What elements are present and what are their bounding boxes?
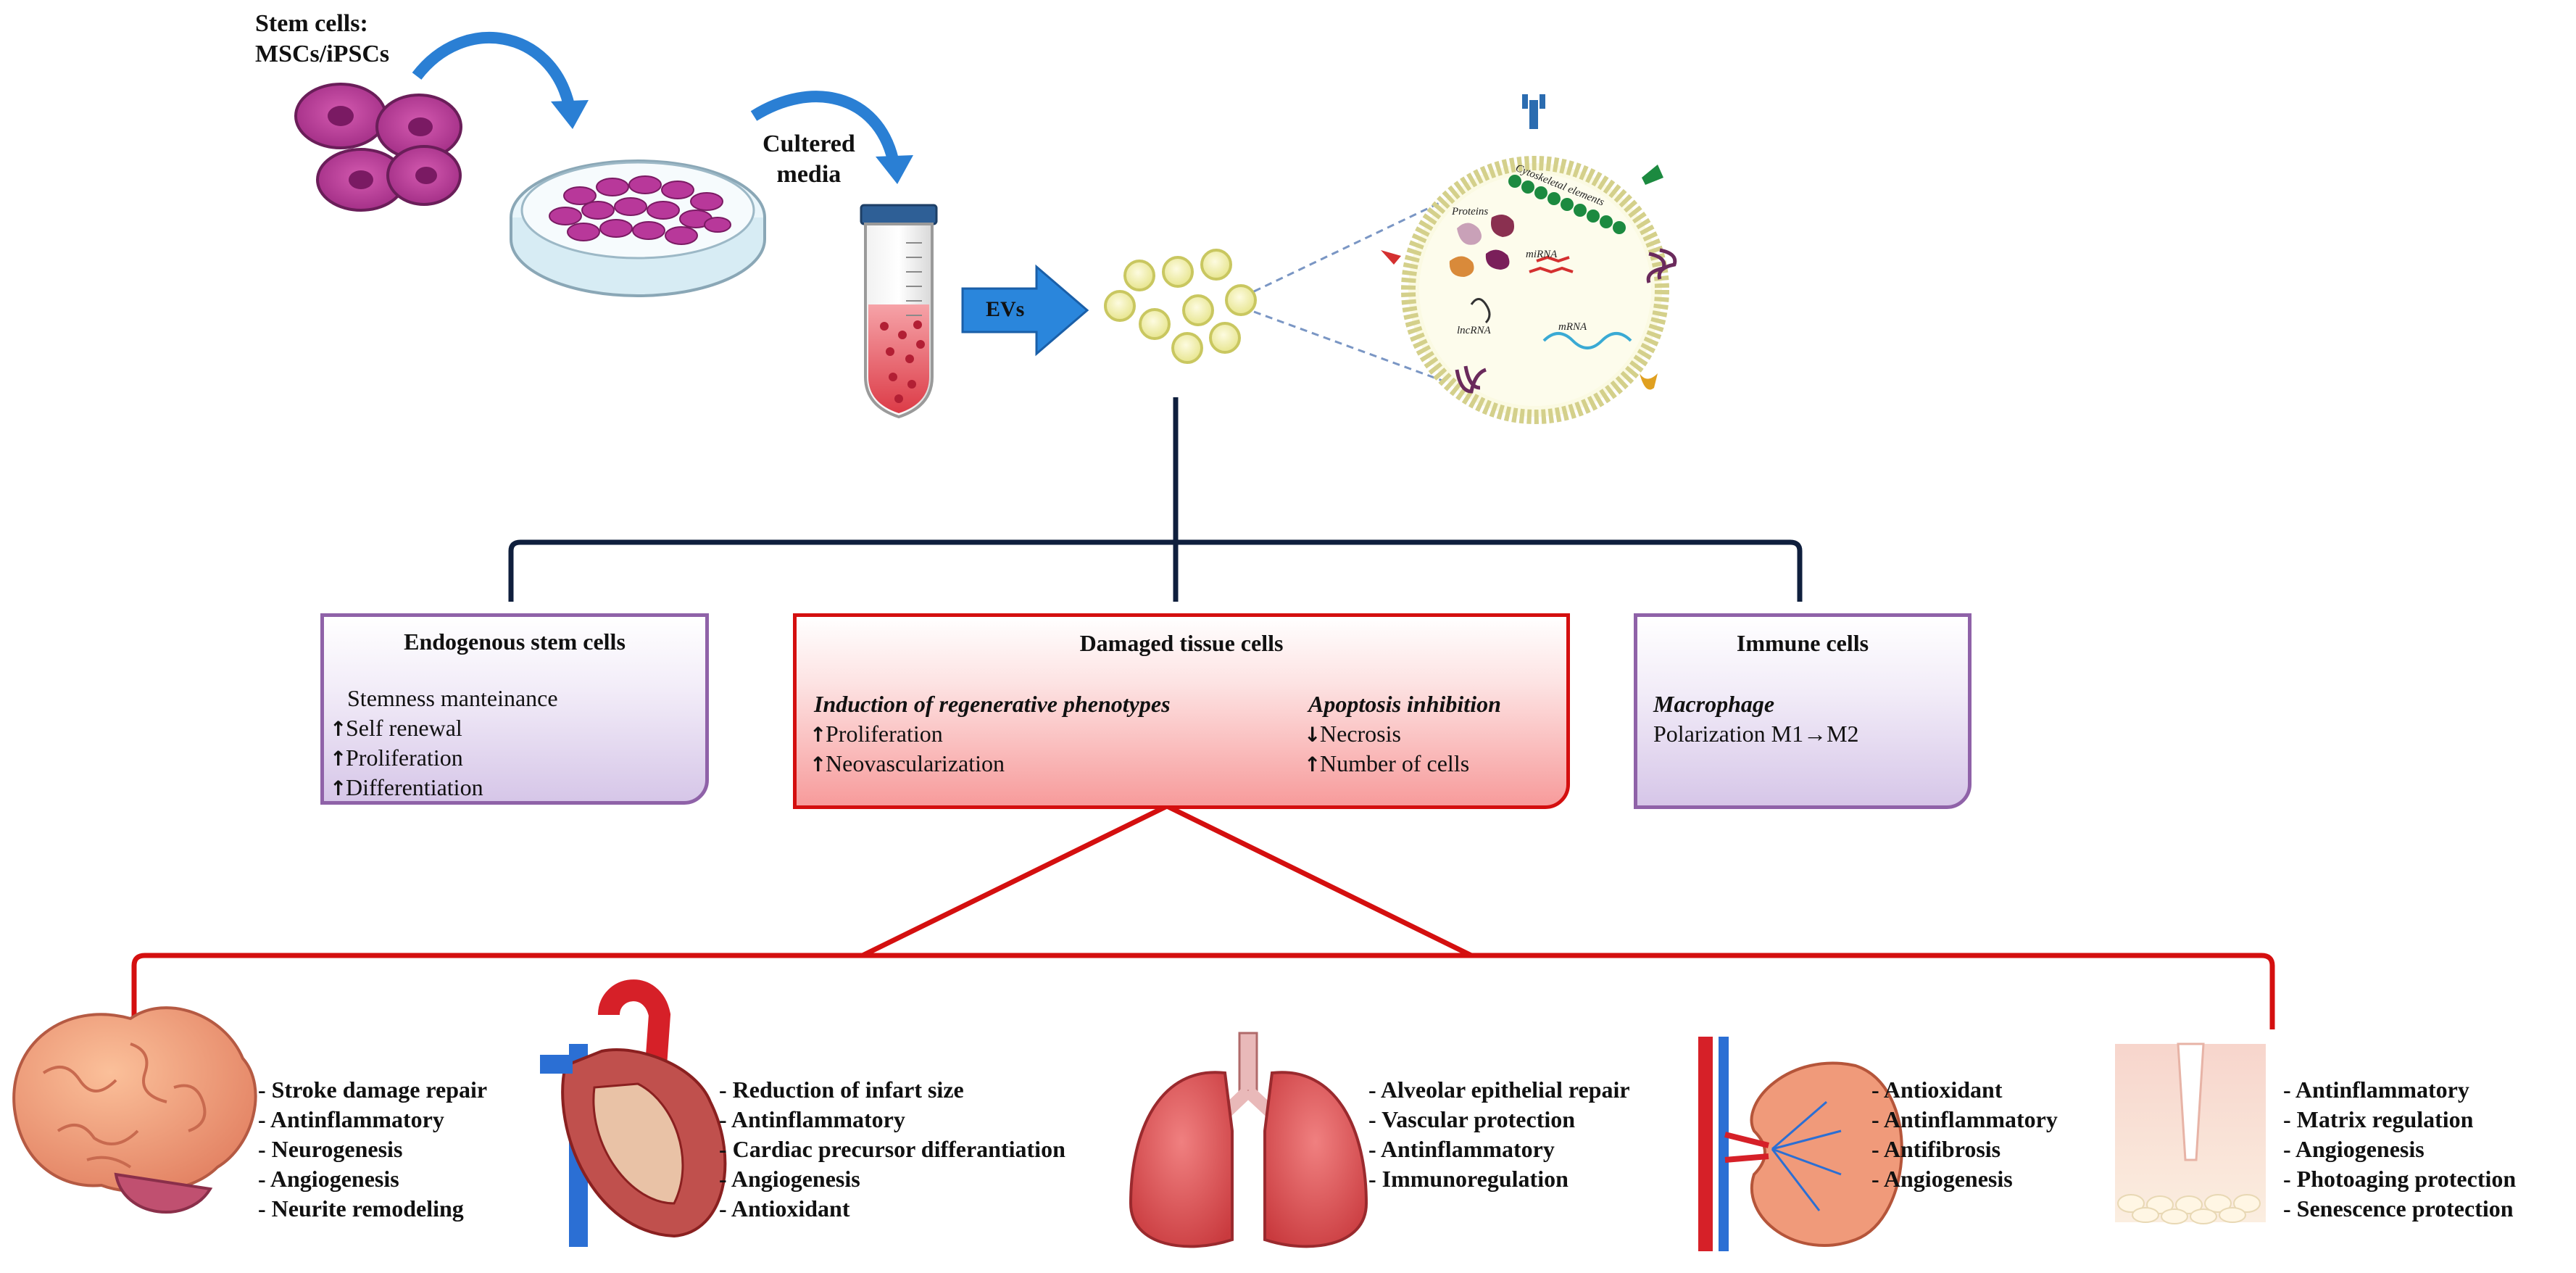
stem-cells-icon	[294, 83, 462, 212]
list-item: - Matrix regulation	[2283, 1106, 2474, 1132]
brain-effects-list: - Stroke damage repair - Antinflammatory…	[258, 1075, 487, 1224]
evs-arrow-icon	[961, 264, 1089, 357]
evs-label: EVs	[986, 297, 1025, 321]
list-item: - Antinflammatory	[719, 1106, 905, 1132]
heart-effects-list: - Reduction of infart size - Antinflamma…	[719, 1075, 1065, 1224]
box-line: ↑Proliferation	[810, 719, 943, 750]
macrophage-heading: Macrophage	[1653, 691, 1775, 717]
kidney-effects-list: - Antioxidant - Antinflammatory - Antifi…	[1871, 1075, 2058, 1194]
regenerative-heading: Induction of regenerative phenotypes	[814, 691, 1171, 717]
box-line: ↑Self renewal	[330, 713, 462, 744]
list-item: - Antinflammatory	[2283, 1077, 2469, 1103]
up-arrow-icon: ↑	[1304, 752, 1321, 776]
heart-icon	[540, 979, 727, 1247]
kidney-icon	[1698, 1037, 1903, 1251]
box-title: Damaged tissue cells	[1079, 630, 1284, 656]
svg-text:Proteins: Proteins	[1451, 206, 1488, 217]
up-arrow-icon: ↑	[810, 723, 827, 747]
curved-arrow-icon	[412, 31, 589, 129]
list-item: - Angiogenesis	[258, 1166, 399, 1192]
list-item: - Photoaging protection	[2283, 1166, 2517, 1192]
list-item: - Antinflammatory	[1368, 1136, 1555, 1162]
skin-effects-list: - Antinflammatory - Matrix regulation - …	[2283, 1075, 2516, 1224]
brain-icon	[12, 1006, 257, 1214]
list-item: - Antioxidant	[719, 1195, 850, 1222]
list-item: - Reduction of infart size	[719, 1077, 964, 1103]
list-item: - Angiogenesis	[719, 1166, 860, 1192]
up-arrow-icon: ↑	[810, 752, 827, 776]
apoptosis-heading: Apoptosis inhibition	[1308, 691, 1501, 717]
list-item: - Antinflammatory	[258, 1106, 444, 1132]
lung-effects-list: - Alveolar epithelial repair - Vascular …	[1368, 1075, 1630, 1194]
box-line: ↑Differentiation	[330, 773, 483, 803]
extracellular-vesicles-icon	[1104, 249, 1257, 364]
stem-cells-label: Stem cells: MSCs/iPSCs	[255, 10, 390, 67]
svg-text:lncRNA: lncRNA	[1457, 325, 1491, 336]
svg-text:miRNA: miRNA	[1526, 249, 1558, 260]
list-item: - Angiogenesis	[1871, 1166, 2013, 1192]
petri-dish-icon	[510, 159, 766, 297]
box-line: ↑Proliferation	[330, 743, 463, 774]
list-item: - Vascular protection	[1368, 1106, 1576, 1132]
up-arrow-icon: ↑	[330, 747, 347, 771]
list-item: - Senescence protection	[2283, 1195, 2514, 1222]
endogenous-stem-cells-box: Endogenous stem cells Stemness manteinan…	[320, 613, 709, 805]
navy-connector	[508, 397, 1803, 602]
box-title: Endogenous stem cells	[404, 629, 626, 655]
list-item: - Cardiac precursor differantiation	[719, 1136, 1065, 1162]
list-item: - Neurogenesis	[258, 1136, 403, 1162]
up-arrow-icon: ↑	[330, 776, 347, 800]
list-item: - Angiogenesis	[2283, 1136, 2425, 1162]
list-item: - Antinflammatory	[1871, 1106, 2058, 1132]
list-item: - Neurite remodeling	[258, 1195, 464, 1222]
box-line: Stemness manteinance	[347, 685, 558, 711]
list-item: - Immunoregulation	[1368, 1166, 1569, 1192]
cultured-media-label: Cultered media	[763, 130, 855, 188]
lungs-icon	[1129, 1032, 1368, 1248]
down-arrow-icon: ↓	[1304, 723, 1321, 747]
list-item: - Antifibrosis	[1871, 1136, 2001, 1162]
ev-structure-icon: Cytoskeletal elements Proteins miRNA lnc…	[1381, 94, 1677, 424]
curved-arrow-icon	[750, 91, 913, 184]
tube-icon	[860, 204, 938, 419]
red-connector	[131, 803, 2275, 1029]
box-line: Polarization M1→M2	[1653, 721, 1859, 747]
zoom-lines	[1253, 200, 1443, 382]
list-item: - Antioxidant	[1871, 1077, 2003, 1103]
list-item: - Stroke damage repair	[258, 1077, 488, 1103]
skin-icon	[2115, 1042, 2266, 1224]
up-arrow-icon: ↑	[330, 717, 347, 741]
box-line: ↑Number of cells	[1304, 749, 1469, 779]
damaged-tissue-cells-box: Damaged tissue cells Induction of regene…	[793, 613, 1570, 809]
immune-cells-box: Immune cells Macrophage Polarization M1→…	[1634, 613, 1972, 809]
box-line: ↑Neovascularization	[810, 749, 1005, 779]
box-line: ↓Necrosis	[1304, 719, 1401, 750]
box-title: Immune cells	[1736, 630, 1869, 656]
list-item: - Alveolar epithelial repair	[1368, 1077, 1630, 1103]
svg-text:mRNA: mRNA	[1558, 321, 1587, 333]
